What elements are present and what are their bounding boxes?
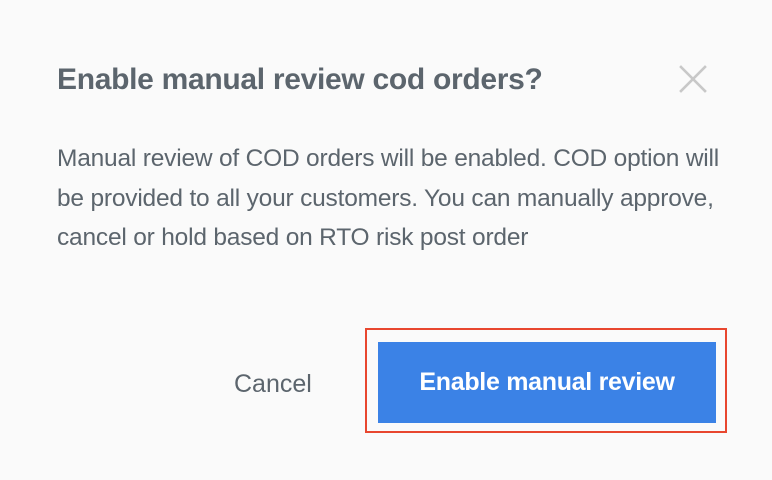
dialog-title: Enable manual review cod orders? bbox=[57, 63, 543, 96]
dialog-message: Manual review of COD orders will be enab… bbox=[57, 145, 720, 251]
close-button[interactable] bbox=[676, 62, 710, 96]
enable-manual-review-button[interactable]: Enable manual review bbox=[378, 342, 716, 423]
close-icon bbox=[679, 65, 707, 93]
cancel-button[interactable]: Cancel bbox=[224, 360, 322, 408]
